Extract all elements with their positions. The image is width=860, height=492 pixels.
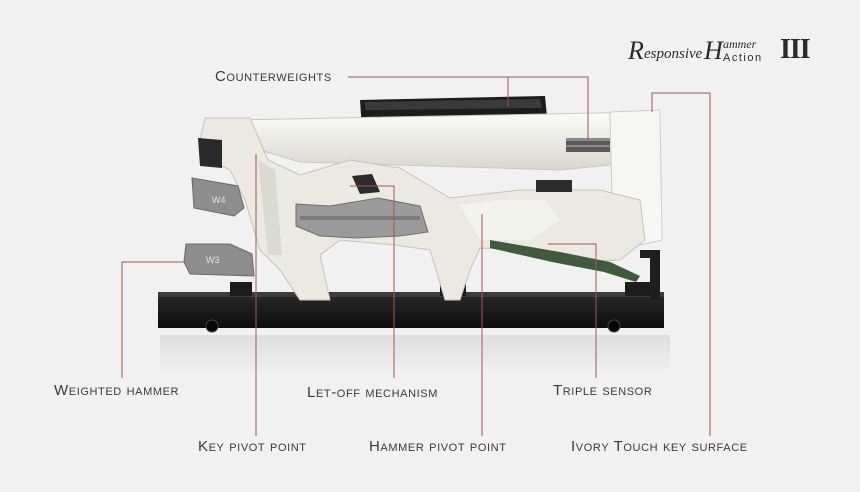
- responsive-hammer-action-logo: R esponsive H ammer Action III: [628, 32, 818, 72]
- logo-h: H: [704, 36, 723, 65]
- label-ivory-touch-key-surface: Ivory Touch key surface: [571, 438, 748, 455]
- base-rail-top: [158, 292, 664, 297]
- leader-let-off: [350, 185, 395, 378]
- let-off-piece: [352, 174, 380, 194]
- weight-w4-label: W4: [212, 195, 226, 205]
- sensor-board: [490, 240, 640, 282]
- logo-ammer: ammer: [723, 37, 757, 51]
- logo-esponsive: esponsive: [644, 46, 703, 62]
- floor-reflection: [160, 335, 670, 375]
- base-screw-left: [205, 319, 219, 333]
- logo-numeral: III: [780, 34, 811, 65]
- hammer-body: [199, 117, 646, 301]
- base-foot-right: [625, 282, 653, 296]
- leader-weighted-hammer: [121, 261, 186, 378]
- leader-counterweights: [348, 76, 589, 140]
- base-rail: [158, 292, 664, 328]
- leader-ivory-touch: [651, 92, 711, 436]
- rear-bracket: [640, 250, 660, 300]
- label-counterweights: Counterweights: [215, 68, 332, 85]
- logo-r: R: [628, 36, 644, 65]
- base-foot-left: [230, 282, 252, 296]
- label-weighted-hammer: Weighted hammer: [54, 382, 180, 399]
- label-key-pivot-point: Key pivot point: [198, 438, 307, 455]
- label-hammer-pivot-point: Hammer pivot point: [369, 438, 507, 455]
- label-let-off-mechanism: Let-off mechanism: [307, 384, 438, 401]
- leader-triple-sensor: [548, 243, 597, 378]
- key-end-cap: [198, 138, 222, 168]
- base-screw-right: [607, 319, 621, 333]
- logo-action: Action: [723, 52, 763, 64]
- leader-lines: [121, 76, 711, 436]
- label-triple-sensor: Triple sensor: [553, 382, 653, 399]
- weight-w4: [191, 177, 245, 217]
- weight-w3-label: W3: [206, 255, 220, 265]
